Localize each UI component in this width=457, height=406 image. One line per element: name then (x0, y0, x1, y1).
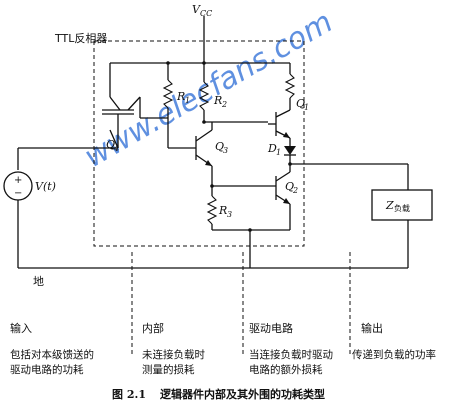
caption-text: 逻辑器件内部及其外围的功耗类型 (160, 387, 325, 401)
ttl-inverter-title: TTL反相器 (54, 32, 107, 45)
q3-label: Q (215, 140, 224, 153)
q2-subscript: 2 (292, 186, 298, 195)
vcc-subscript: CC (200, 9, 212, 18)
r1-label: R (176, 90, 185, 103)
q4-label: Q (106, 138, 115, 151)
transistor-q2 (275, 171, 291, 230)
section-internal-title: 内部 (142, 321, 164, 335)
d1-subscript: 1 (276, 148, 281, 157)
section-internal-desc-2: 测量的损耗 (142, 363, 195, 376)
q2-label: Q (285, 180, 294, 193)
q1-collector-resistor (284, 63, 296, 110)
section-driver-desc-1: 当连接负载时驱动 (249, 348, 333, 361)
transistor-q1 (268, 109, 291, 139)
section-internal-desc-1: 未连接负载时 (142, 348, 205, 361)
r3-subscript: 3 (227, 210, 232, 219)
section-driver-desc-2: 电路的额外损耗 (249, 363, 323, 376)
section-driver-title: 驱动电路 (249, 322, 293, 335)
ttl-inverter-box (93, 40, 305, 247)
vcc-letter: V (192, 3, 201, 16)
caption-number: 图 2.1 (112, 388, 146, 401)
load-box (371, 189, 433, 221)
resistor-r2 (198, 63, 210, 122)
q3-subscript: 3 (223, 146, 228, 155)
diode-d1 (284, 138, 296, 172)
section-input-title: 输入 (10, 321, 32, 335)
section-output-desc-1: 传递到负载的功率 (352, 348, 436, 361)
transistor-q3 (168, 122, 213, 167)
source-plus: + (14, 175, 22, 186)
q1-label: Q (296, 97, 305, 110)
section-output-title: 输出 (361, 321, 383, 335)
transistor-q4 (102, 63, 168, 149)
r2-label: R (213, 94, 222, 107)
ground-label: 地 (33, 275, 44, 288)
load-label: Z (385, 199, 394, 212)
vcc-label: V CC (192, 3, 212, 18)
resistor-r1 (162, 63, 174, 148)
resistor-r3 (206, 186, 218, 230)
q1-subscript: 1 (304, 103, 309, 112)
section-input-desc-1: 包括对本级馈送的 (10, 348, 94, 361)
source-label: V(t) (35, 180, 56, 193)
r3-label: R (218, 204, 227, 217)
source-minus: − (14, 188, 22, 199)
d1-label: D (267, 142, 277, 155)
r1-subscript: 1 (185, 96, 190, 105)
r2-subscript: 2 (221, 100, 227, 109)
load-subscript: 负载 (394, 203, 410, 213)
section-input-desc-2: 驱动电路的功耗 (10, 363, 84, 376)
